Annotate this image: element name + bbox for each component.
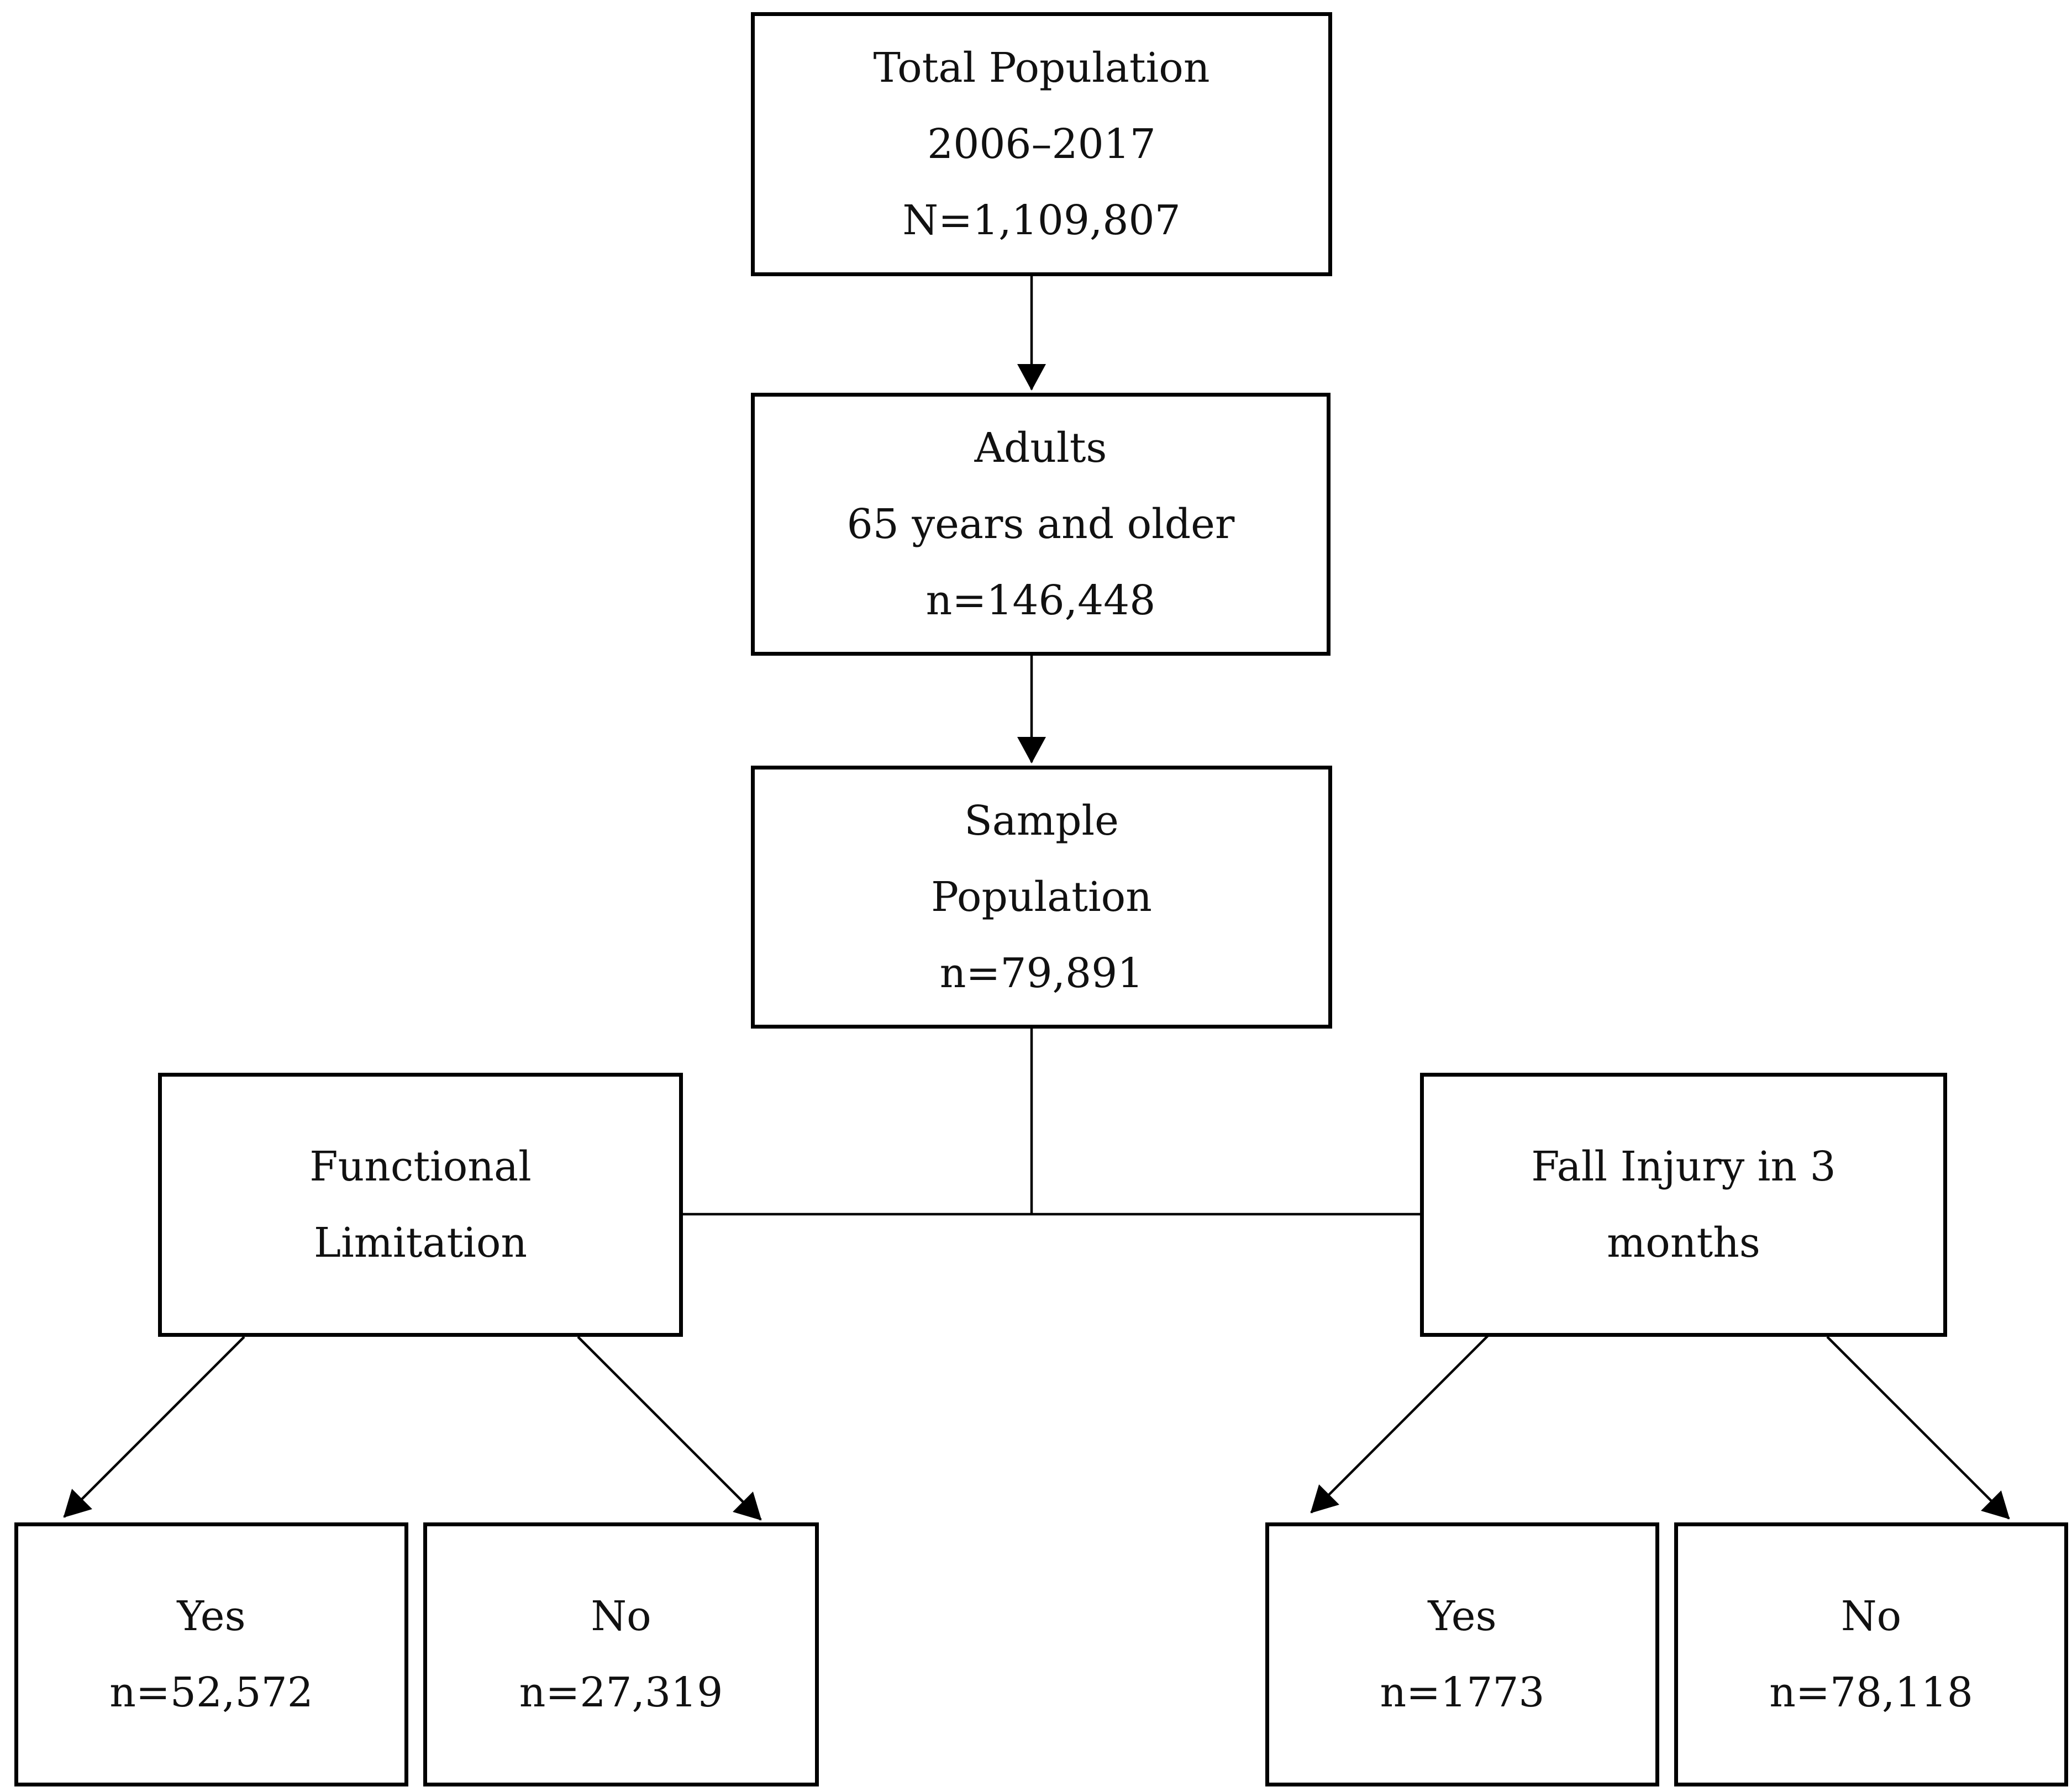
arrow-fi-to-yes — [1310, 1329, 1495, 1514]
functional-limitation-line1: Functional — [309, 1143, 532, 1190]
box-fall-injury: Fall Injury in 3 months — [1420, 1073, 1947, 1337]
total-population-title: Total Population — [873, 44, 1210, 92]
adults-title: Adults — [974, 424, 1107, 472]
box-fall-injury-no: No n=78,118 — [1674, 1522, 2068, 1786]
total-population-count: N=1,109,807 — [902, 197, 1181, 244]
adults-count: n=146,448 — [925, 577, 1156, 624]
fl-no-count: n=27,319 — [519, 1669, 723, 1716]
box-functional-limitation-no: No n=27,319 — [423, 1522, 819, 1786]
fl-yes-label: Yes — [177, 1593, 246, 1640]
fi-yes-count: n=1773 — [1380, 1669, 1545, 1716]
functional-limitation-line2: Limitation — [313, 1219, 528, 1267]
adults-age-criteria: 65 years and older — [846, 500, 1235, 548]
fi-no-label: No — [1840, 1593, 1902, 1640]
fi-yes-label: Yes — [1428, 1593, 1497, 1640]
box-functional-limitation-yes: Yes n=52,572 — [14, 1522, 408, 1786]
sample-title-line2: Population — [931, 873, 1152, 921]
arrow-fl-to-no — [577, 1336, 762, 1521]
fl-yes-count: n=52,572 — [109, 1669, 313, 1716]
fl-no-label: No — [591, 1593, 651, 1640]
fall-injury-line2: months — [1607, 1219, 1760, 1267]
box-fall-injury-yes: Yes n=1773 — [1265, 1522, 1659, 1786]
box-adults-65: Adults 65 years and older n=146,448 — [751, 393, 1331, 656]
fi-no-count: n=78,118 — [1769, 1669, 1973, 1716]
sample-title-line1: Sample — [964, 797, 1119, 845]
box-sample-population: Sample Population n=79,891 — [751, 766, 1332, 1029]
sample-count: n=79,891 — [939, 950, 1144, 997]
box-total-population: Total Population 2006–2017 N=1,109,807 — [751, 12, 1332, 276]
box-functional-limitation: Functional Limitation — [158, 1073, 683, 1337]
arrow-fi-to-no — [1826, 1336, 2010, 1520]
total-population-years: 2006–2017 — [927, 120, 1156, 168]
arrow-fl-to-yes — [63, 1336, 245, 1518]
fall-injury-line1: Fall Injury in 3 — [1531, 1143, 1836, 1190]
